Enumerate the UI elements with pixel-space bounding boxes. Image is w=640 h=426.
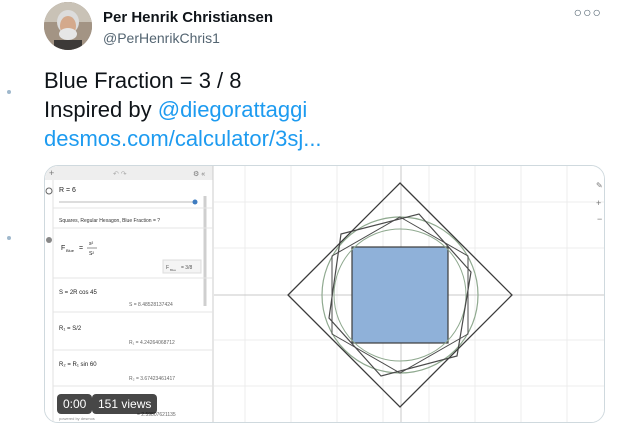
expr-s-def: S = 2R cos 45 [59,290,98,296]
expr-r-def: R = 6 [59,187,76,194]
tweet-header: Per Henrik Christiansen @PerHenrikChris1… [44,2,604,52]
inner-circle [333,228,467,362]
outer-diamond [287,182,513,408]
expr-note: Squares, Regular Hexagon, Blue Fraction … [59,218,160,224]
desmos-footer: powered by desmos [59,416,95,421]
svg-text:⚙ «: ⚙ « [193,170,205,178]
regular-hexagon [331,216,469,374]
expr-r3-val: = 2.59807621135 [137,412,176,418]
desmos-video-frame: + ↶ ↷ ⚙ « R = 6 Squares, Regular Hexagon… [45,166,604,422]
expr-fblue-num: s² [89,241,94,247]
expr-fblue: F [61,245,65,252]
tweet-text-line-1: Blue Fraction = 3 / 8 [44,68,242,93]
more-horizontal-icon[interactable]: ○○○ [573,4,602,20]
wrench-icon[interactable]: ✎ [596,181,603,190]
rotated-square [328,213,472,377]
svg-text:=: = [79,245,83,252]
zoom-out-icon[interactable]: − [597,214,602,224]
expr-fblue-result-sub: Blue [170,268,176,272]
timeline-dot [7,236,11,240]
video-player[interactable]: + ↶ ↷ ⚙ « R = 6 Squares, Regular Hexagon… [44,165,605,423]
svg-text:↶ ↷: ↶ ↷ [113,171,127,178]
blue-square [351,246,449,344]
mention-link[interactable]: @diegorattaggi [157,97,308,122]
svg-text:+: + [49,168,54,178]
expr-s-val: S = 8.48528137424 [129,302,173,308]
expr-fblue-den: S² [89,251,94,257]
tweet-text: Blue Fraction = 3 / 8 Inspired by @diego… [44,66,322,153]
tweet-text-line-2: Inspired by @diegorattaggi [44,95,322,124]
video-time: 0:00 [57,394,93,414]
author-handle[interactable]: @PerHenrikChris1 [103,30,220,46]
zoom-in-icon[interactable]: + [596,198,601,208]
expr-r2-val: R₂ = 3.67423461417 [129,376,175,382]
expr-r1-val: R₁ = 4.24264068712 [129,340,175,346]
author-display-name[interactable]: Per Henrik Christiansen [103,9,274,26]
expr-fblue-result-val: = 3/8 [181,265,192,271]
expr-fblue-sub: Blue [66,248,75,253]
desmos-expression-panel: + ↶ ↷ ⚙ « R = 6 Squares, Regular Hexagon… [45,166,214,422]
desmos-graph-area: ✎ + − [214,166,604,422]
avatar-image [44,2,92,50]
expr-r2-def: R₂ = R₁ sin 60 [59,362,97,368]
expr-fblue-result: F [166,265,169,271]
inspired-by-label: Inspired by [44,97,158,122]
desmos-link[interactable]: desmos.com/calculator/3sj... [44,126,322,151]
timeline-dot [7,90,11,94]
expr-r1-def: R₁ = S/2 [59,326,82,332]
video-view-count: 151 views [92,394,158,414]
avatar[interactable] [44,2,92,50]
